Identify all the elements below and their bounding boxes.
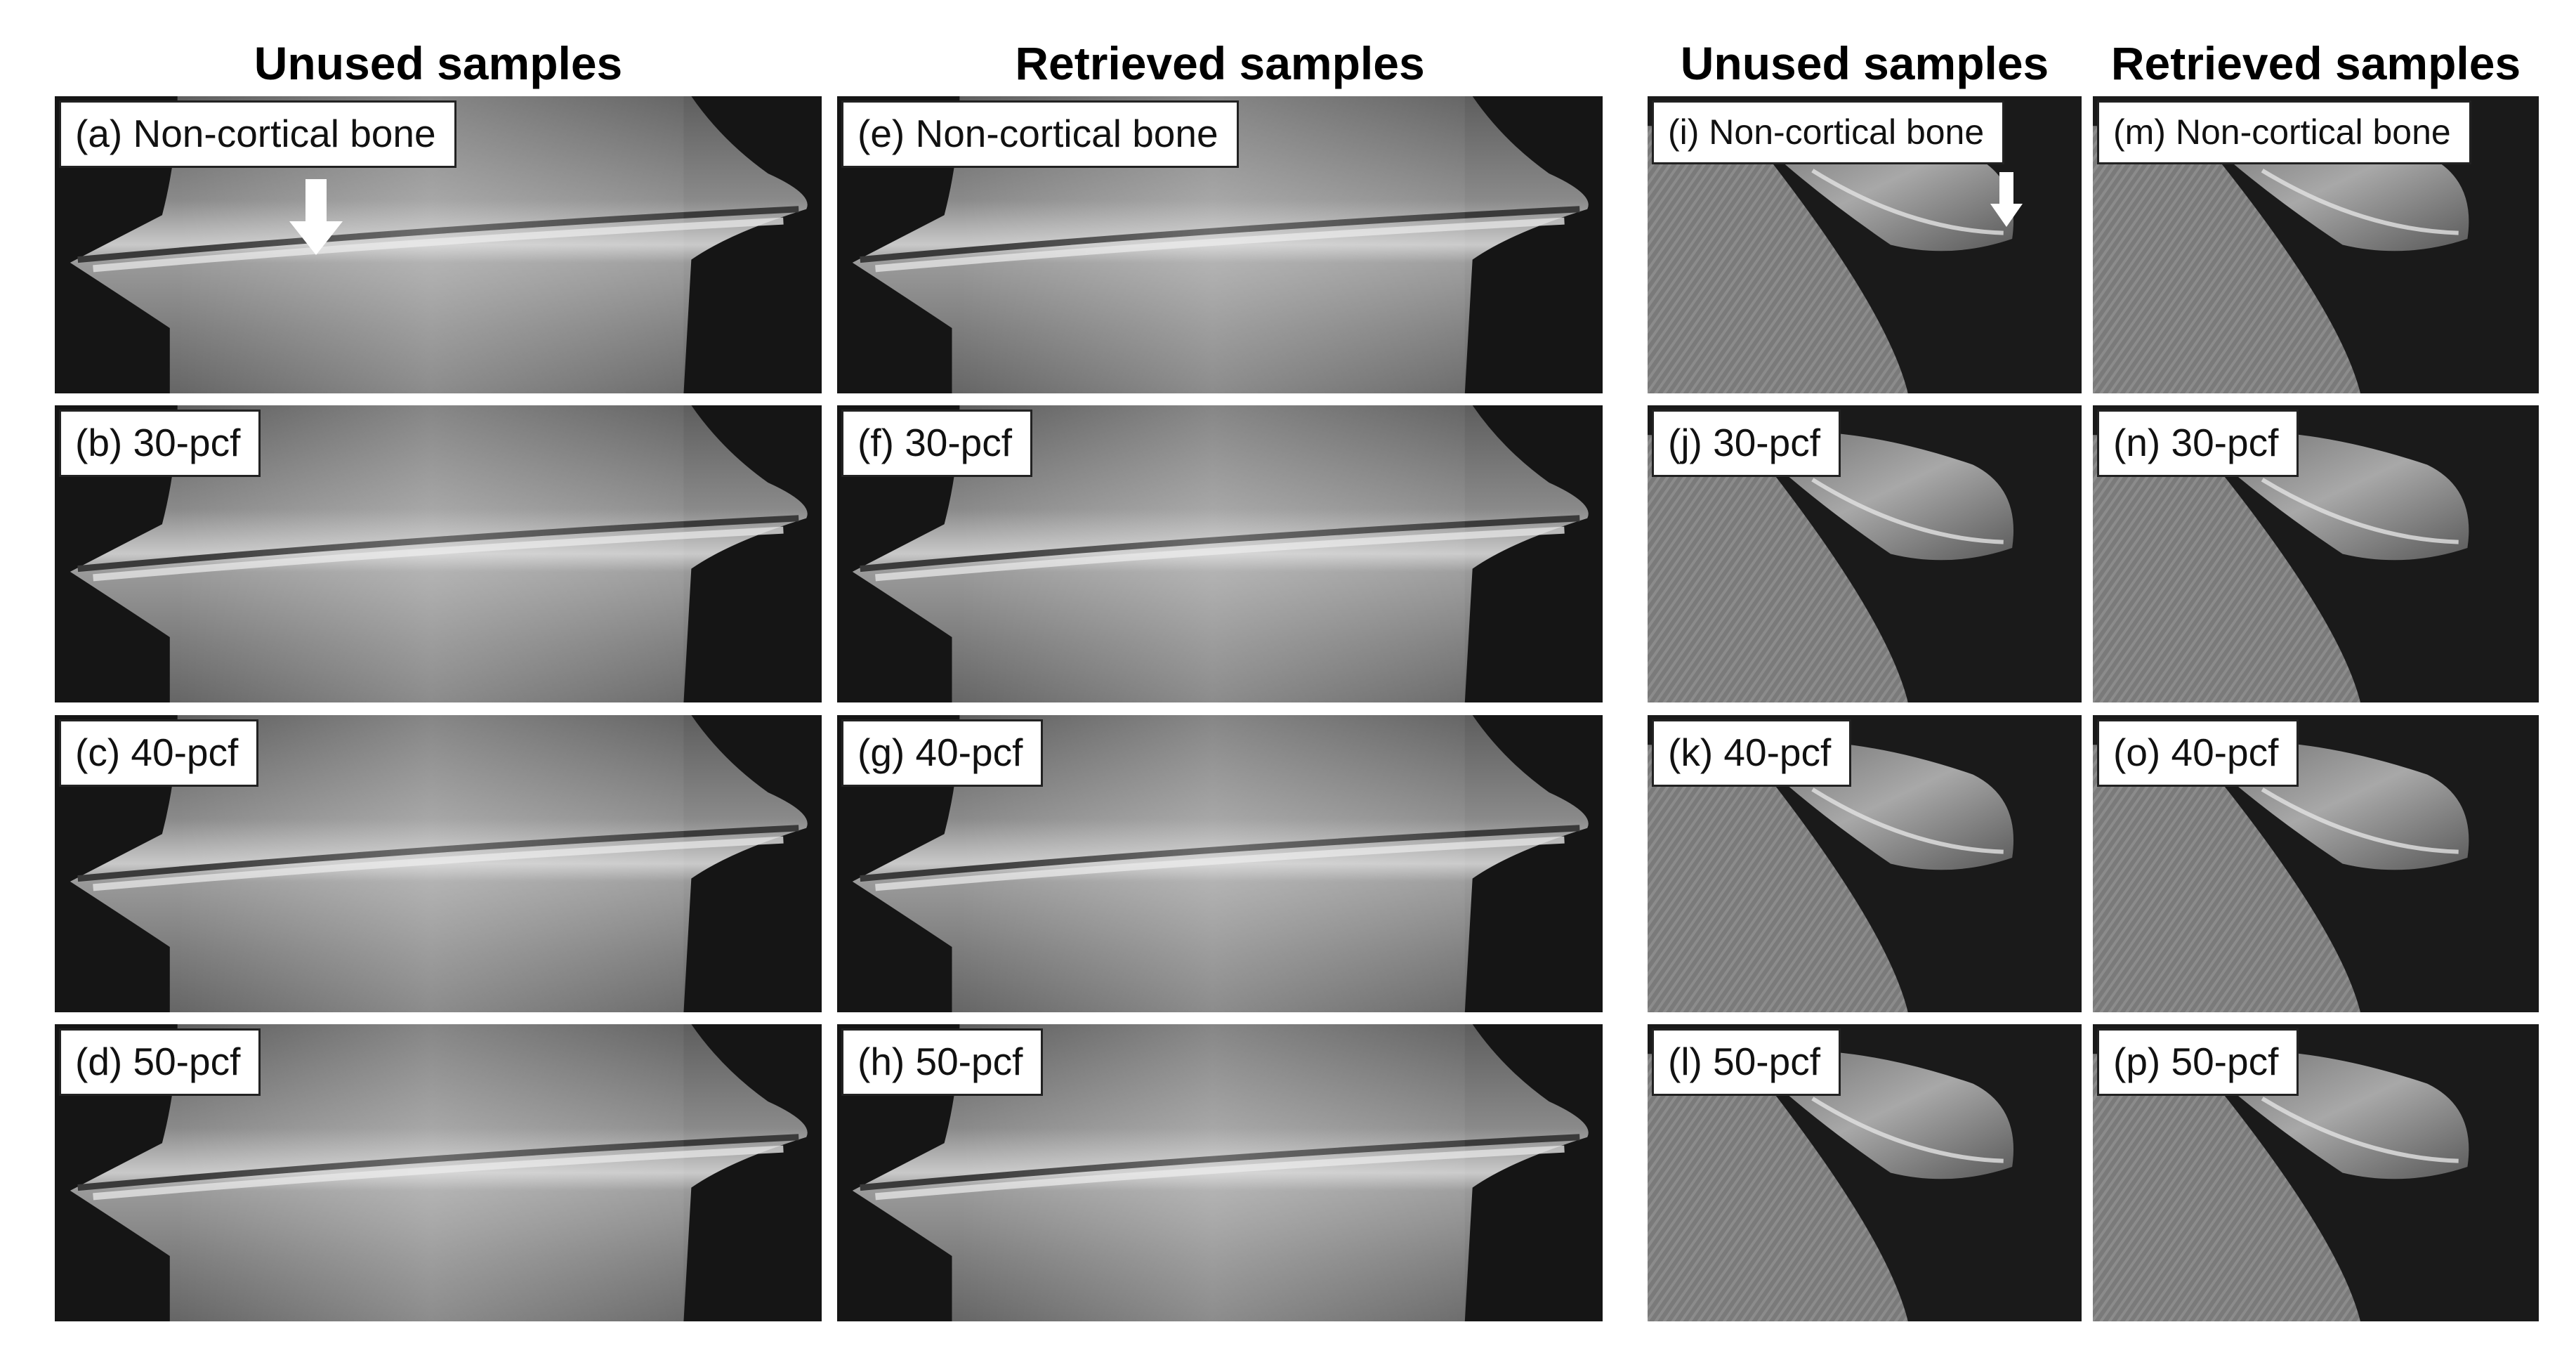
panel-label: (f) 30-pcf [841,410,1033,477]
column-header-unused-right: Unused samples [1680,37,2049,89]
sem-panel: (k) 40-pcf [1648,715,2082,1012]
sem-image-thread [55,405,822,702]
column-header-unused-left: Unused samples [254,37,623,89]
panel-label: (j) 30-pcf [1652,410,1841,477]
sem-panel: (m) Non-cortical bone [2093,96,2539,393]
sem-panel: (c) 40-pcf [55,715,822,1012]
sem-panel: (l) 50-pcf [1648,1024,2082,1321]
sem-image-thread [837,715,1603,1012]
panel-label: (k) 40-pcf [1652,719,1852,787]
sem-panel: (b) 30-pcf [55,405,822,702]
sem-image-thread [837,405,1603,702]
sem-panel: (e) Non-cortical bone [837,96,1603,393]
panel-label: (e) Non-cortical bone [841,100,1239,168]
panel-label: (n) 30-pcf [2097,410,2299,477]
sem-image-thread [837,1024,1603,1321]
sem-image-thread [55,1024,822,1321]
panel-label: (b) 30-pcf [59,410,261,477]
panel-label: (m) Non-cortical bone [2097,100,2471,164]
sem-panel: (h) 50-pcf [837,1024,1603,1321]
sem-panel: (f) 30-pcf [837,405,1603,702]
sem-panel: (i) Non-cortical bone [1648,96,2082,393]
panel-label: (d) 50-pcf [59,1028,261,1096]
sem-panel: (o) 40-pcf [2093,715,2539,1012]
panel-label: (g) 40-pcf [841,719,1044,787]
column-header-retrieved-right: Retrieved samples [2110,37,2521,89]
panel-label: (p) 50-pcf [2097,1028,2299,1096]
panel-label: (a) Non-cortical bone [59,100,456,168]
column-header-retrieved-left: Retrieved samples [1015,37,1425,89]
panel-label: (h) 50-pcf [841,1028,1044,1096]
arrow-down-icon [289,179,343,255]
sem-panel: (d) 50-pcf [55,1024,822,1321]
sem-panel: (a) Non-cortical bone [55,96,822,393]
sem-panel: (g) 40-pcf [837,715,1603,1012]
panel-label: (c) 40-pcf [59,719,259,787]
panel-label: (l) 50-pcf [1652,1028,1841,1096]
arrow-down-icon [1990,172,2023,227]
sem-panel: (n) 30-pcf [2093,405,2539,702]
panel-label: (o) 40-pcf [2097,719,2299,787]
sem-panel: (j) 30-pcf [1648,405,2082,702]
sem-panel: (p) 50-pcf [2093,1024,2539,1321]
panel-label: (i) Non-cortical bone [1652,100,2005,164]
